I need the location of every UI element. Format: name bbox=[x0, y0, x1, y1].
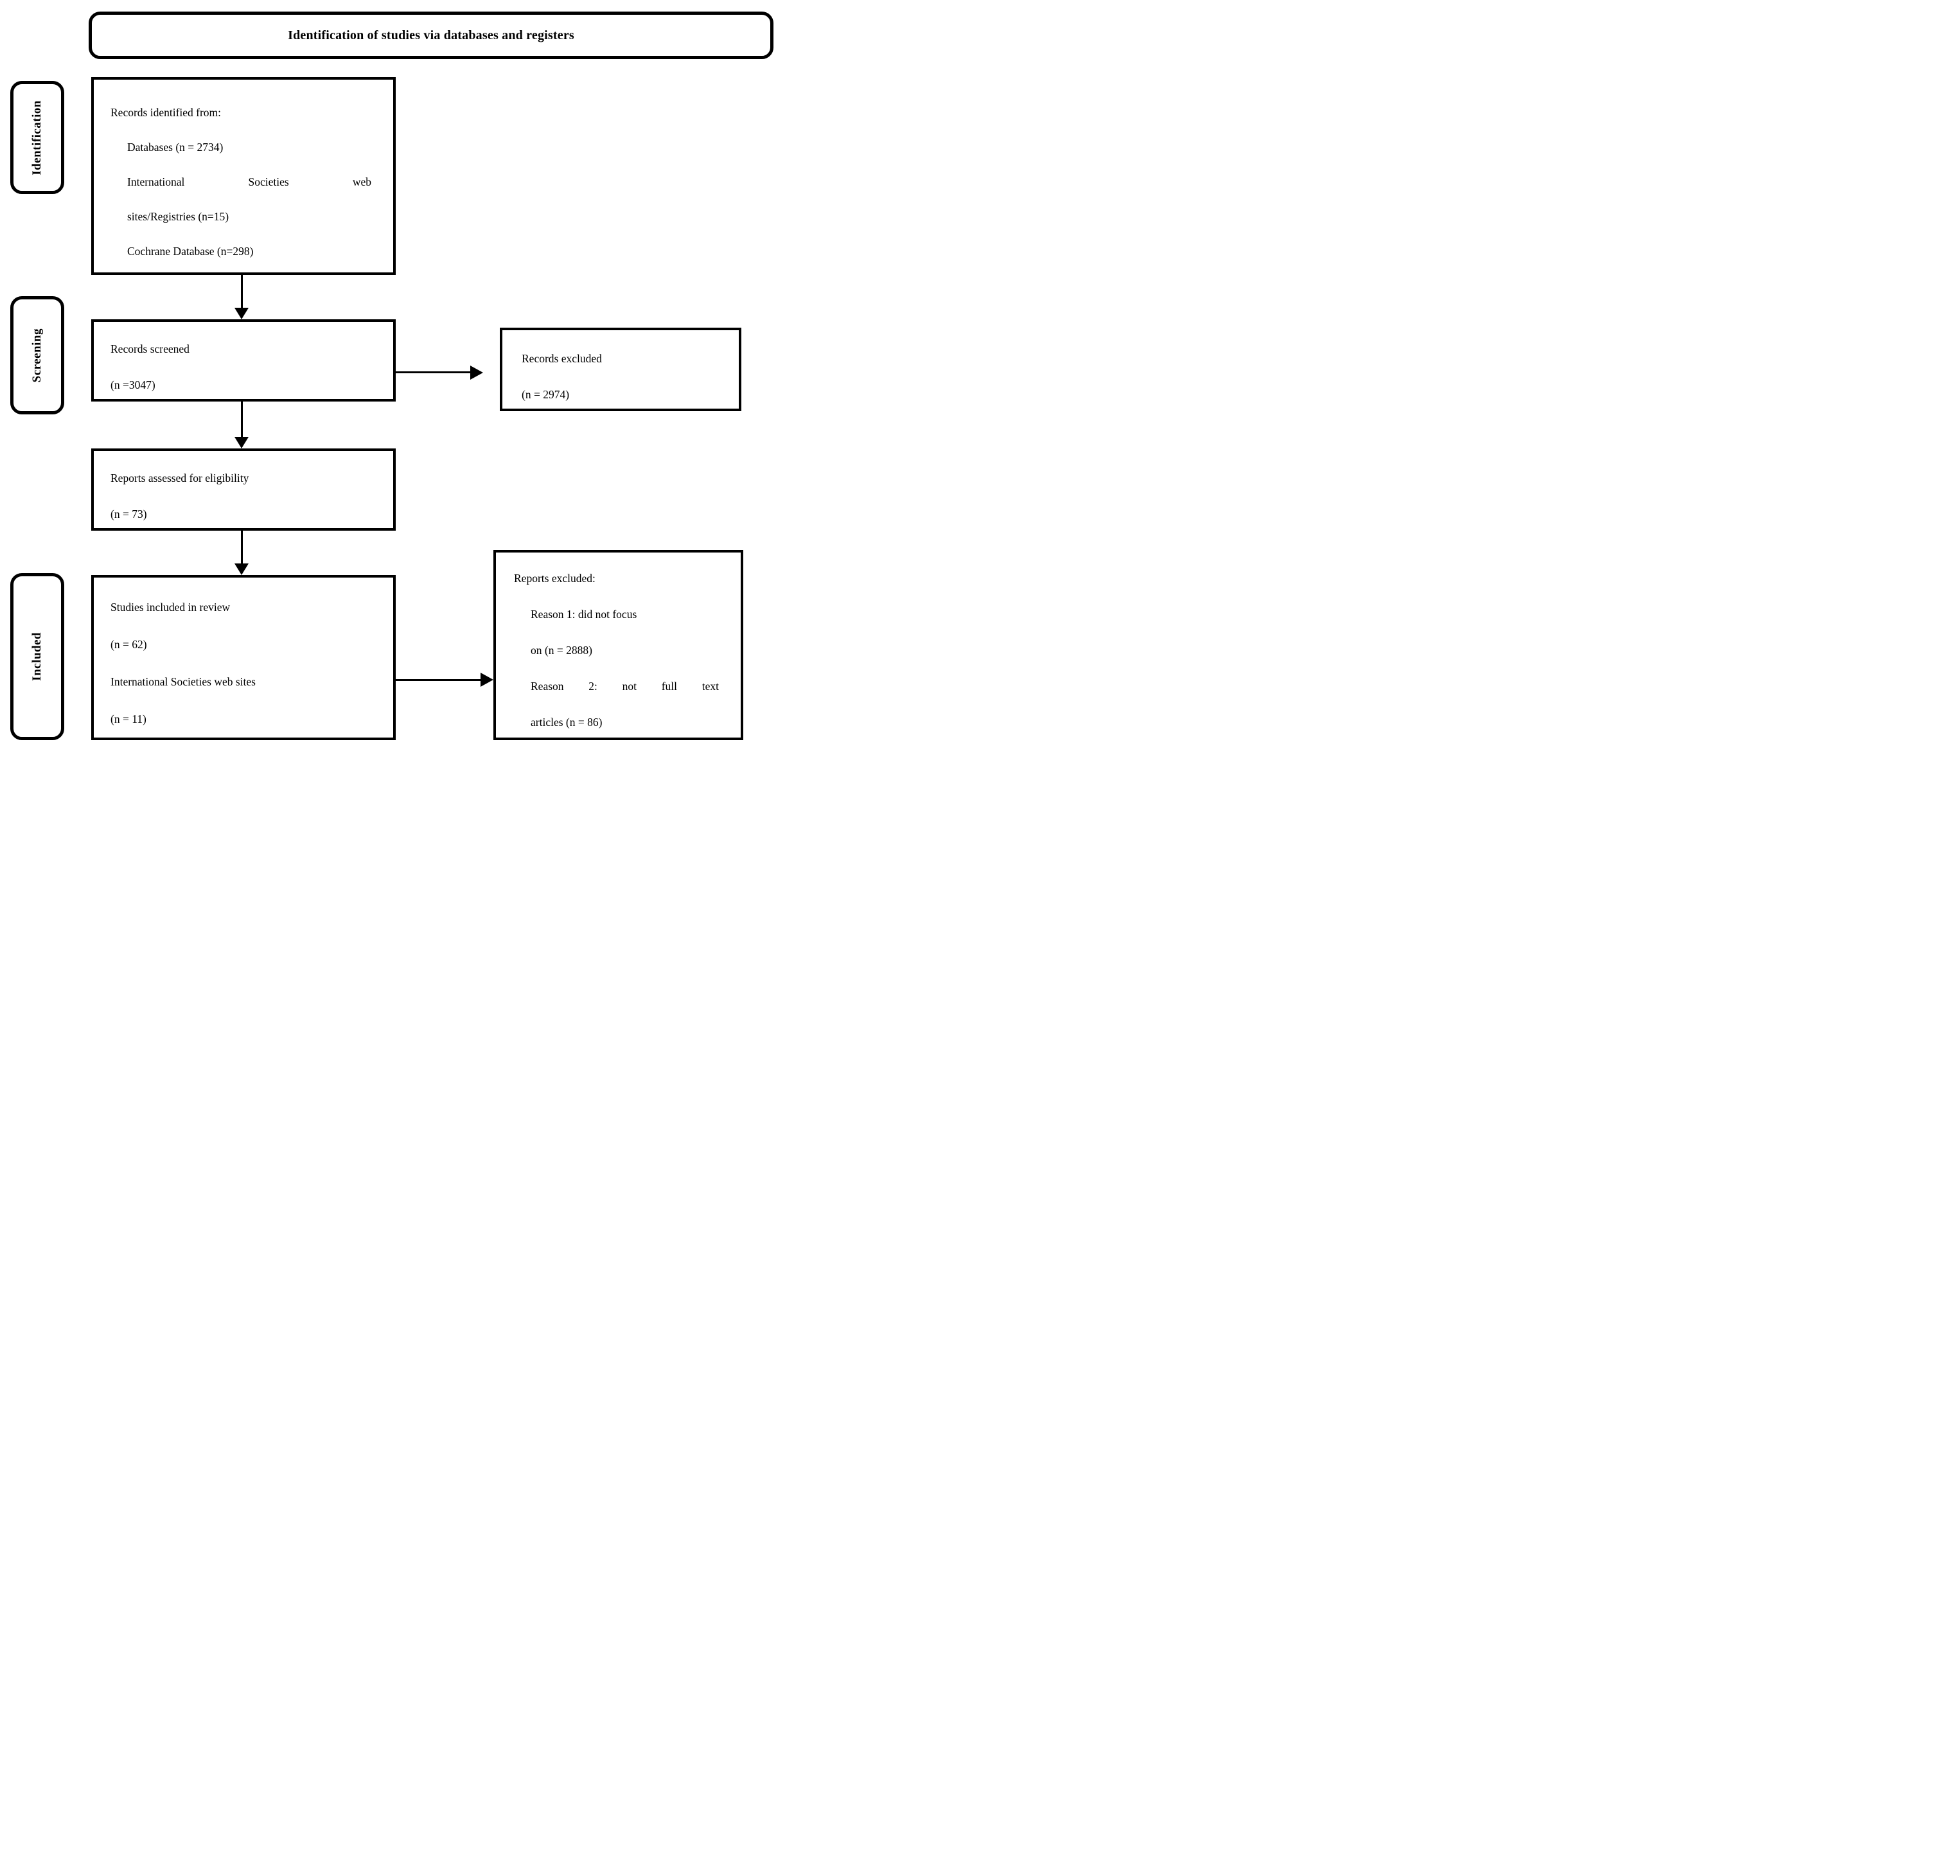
arrow-included-to-reports-excluded bbox=[396, 679, 481, 681]
box-studies-included: Studies included in review (n = 62) Inte… bbox=[91, 575, 396, 740]
stage-label-screening: Screening bbox=[10, 296, 64, 414]
stage-label-identification-text: Identification bbox=[30, 100, 44, 175]
stage-label-included-text: Included bbox=[30, 632, 44, 681]
studies-included-line: International Societies web sites bbox=[110, 675, 256, 688]
box-reports-excluded: Reports excluded: Reason 1: did not focu… bbox=[493, 550, 743, 740]
records-screened-count: (n =3047) bbox=[110, 378, 155, 391]
stage-label-identification: Identification bbox=[10, 81, 64, 194]
stage-label-screening-text: Screening bbox=[30, 328, 44, 383]
records-identified-line: Cochrane Database (n=298) bbox=[127, 245, 254, 258]
records-excluded-count: (n = 2974) bbox=[522, 388, 570, 401]
stage-label-included: Included bbox=[10, 573, 64, 740]
diagram-title: Identification of studies via databases … bbox=[288, 28, 574, 42]
prisma-flow-diagram: Identification of studies via databases … bbox=[0, 0, 784, 750]
reports-excluded-reason: articles (n = 86) bbox=[531, 716, 603, 729]
records-identified-line: Records identified from: bbox=[110, 106, 222, 119]
arrow-screened-to-excluded bbox=[396, 371, 470, 373]
records-identified-line: Databases (n = 2734) bbox=[127, 141, 224, 154]
arrow-assessed-to-included-head bbox=[234, 563, 249, 575]
arrow-assessed-to-included bbox=[241, 531, 243, 563]
reports-excluded-reason: Reason 1: did not focus bbox=[531, 608, 637, 621]
arrow-identified-to-screened-head bbox=[234, 308, 249, 319]
box-records-screened: Records screened (n =3047) bbox=[91, 319, 396, 402]
reports-excluded-reason: on (n = 2888) bbox=[531, 644, 592, 657]
reports-excluded-line: Reports excluded: bbox=[514, 572, 596, 585]
reports-assessed-count: (n = 73) bbox=[110, 508, 147, 520]
box-records-identified: Records identified from: Databases (n = … bbox=[91, 77, 396, 275]
studies-included-line: Studies included in review bbox=[110, 601, 231, 614]
title-box: Identification of studies via databases … bbox=[89, 12, 773, 59]
arrow-screened-to-excluded-head bbox=[470, 366, 483, 380]
studies-included-count: (n = 11) bbox=[110, 712, 146, 725]
arrow-screened-to-assessed-head bbox=[234, 437, 249, 448]
records-screened-line: Records screened bbox=[110, 342, 190, 355]
records-excluded-line: Records excluded bbox=[522, 352, 602, 365]
reports-assessed-line: Reports assessed for eligibility bbox=[110, 472, 249, 484]
reports-excluded-reason: Reason 2: not full text bbox=[531, 680, 719, 693]
studies-included-count: (n = 62) bbox=[110, 638, 147, 651]
box-reports-assessed: Reports assessed for eligibility (n = 73… bbox=[91, 448, 396, 531]
arrow-identified-to-screened bbox=[241, 275, 243, 308]
arrow-included-to-reports-excluded-head bbox=[481, 673, 493, 687]
records-identified-line: sites/Registries (n=15) bbox=[127, 210, 229, 223]
arrow-screened-to-assessed bbox=[241, 402, 243, 437]
records-identified-line: International Societies web bbox=[127, 175, 371, 188]
box-records-excluded: Records excluded (n = 2974) bbox=[500, 328, 741, 411]
